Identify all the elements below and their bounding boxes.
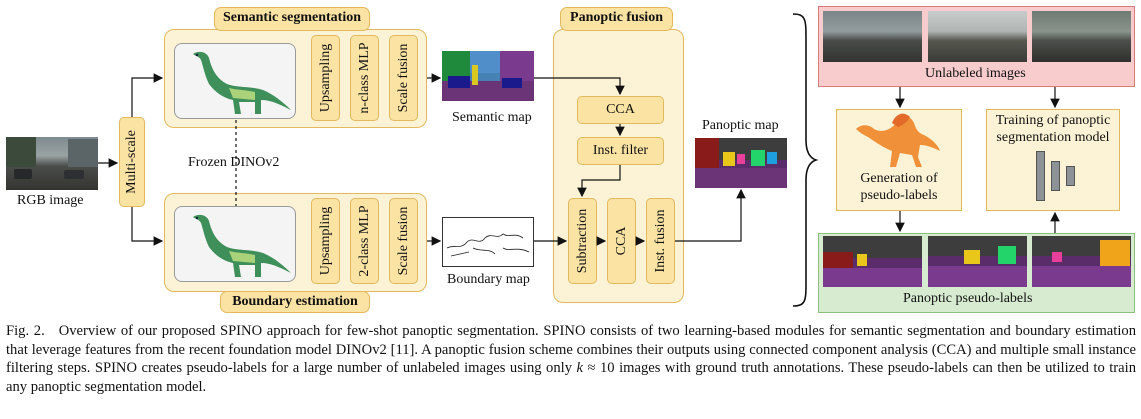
- model-layer-3: [1066, 166, 1075, 186]
- figure-caption: Fig. 2. Overview of our proposed SPINO a…: [6, 322, 1136, 396]
- training-panel: [986, 109, 1120, 211]
- orange-dinosaur-icon: [856, 113, 940, 167]
- arrow-filter-to-subtraction: [577, 165, 621, 198]
- unlabeled-images-label: Unlabeled images: [925, 66, 1026, 81]
- unlabeled-image-1: [823, 11, 922, 62]
- connectors: [98, 13, 1060, 307]
- pseudo-label-3: [1032, 236, 1131, 287]
- panoptic-map-label: Panoptic map: [702, 118, 779, 133]
- nclass-mlp-block: n-class MLP: [350, 35, 379, 121]
- caption-text: Overview of our proposed SPINO approach …: [6, 323, 1136, 377]
- generation-label: Generation of pseudo-labels: [860, 171, 938, 203]
- boundary-map-image: [442, 217, 534, 267]
- boundary-map-label: Boundary map: [447, 272, 530, 287]
- arrow-multiscale-to-semantic: [131, 73, 164, 117]
- multiscale-block: Multi-scale: [119, 117, 145, 207]
- panoptic-fusion-title: Panoptic fusion: [560, 7, 673, 31]
- inst-filter-label: Inst. filter: [592, 143, 649, 158]
- training-label: Training of panoptic segmentation model: [995, 113, 1111, 145]
- dinosaur-icon: [193, 51, 291, 114]
- cca-label: CCA: [606, 102, 635, 117]
- panoptic-map-image: [695, 138, 787, 188]
- inst-filter-block: Inst. filter: [577, 137, 664, 165]
- semantic-segmentation-title: Semantic segmentation: [214, 7, 370, 31]
- 2class-mlp-block: 2-class MLP: [350, 198, 379, 284]
- unlabeled-image-3: [1032, 11, 1131, 62]
- semantic-map-label: Semantic map: [452, 110, 532, 125]
- pseudo-label-1: [823, 236, 922, 287]
- model-layer-1: [1036, 151, 1045, 201]
- unlabeled-image-2: [928, 11, 1027, 62]
- caption-math-k: k: [576, 360, 583, 377]
- arrow-semmap-to-cca: [534, 77, 625, 96]
- upsampling-block-boundary: Upsampling: [311, 198, 340, 284]
- scale-fusion-block-semantic: Scale fusion: [389, 35, 418, 121]
- caption-fig-label: Fig. 2.: [6, 323, 45, 339]
- frozen-dinov2-label: Frozen DINOv2: [188, 155, 280, 170]
- arrow-fusion-to-panoptic: [675, 188, 746, 242]
- cca-block-top: CCA: [577, 96, 664, 124]
- rgb-image-label: RGB image: [17, 193, 84, 208]
- curly-brace: [792, 13, 819, 307]
- boundary-estimation-title: Boundary estimation: [220, 291, 370, 313]
- upsampling-block-semantic: Upsampling: [311, 35, 340, 121]
- rgb-image: [6, 137, 98, 190]
- caption-math-rest: ≈ 10: [582, 360, 615, 377]
- model-layer-2: [1051, 161, 1060, 191]
- dinosaur-icon: [193, 214, 291, 277]
- subtraction-block: Subtraction: [568, 198, 597, 284]
- dino-model-boundary: [174, 206, 296, 282]
- pseudo-label-2: [928, 236, 1027, 287]
- arrow-multiscale-to-boundary: [131, 207, 164, 246]
- scale-fusion-block-boundary: Scale fusion: [389, 198, 418, 284]
- pseudo-labels-label: Panoptic pseudo-labels: [903, 291, 1033, 306]
- cca-block-bottom: CCA: [607, 198, 636, 284]
- inst-fusion-block: Inst. fusion: [646, 198, 675, 284]
- semantic-map-image: [442, 51, 534, 101]
- caption-text-end: images with ground truth annotations. Th…: [6, 360, 1136, 395]
- dino-model-semantic: [174, 43, 296, 119]
- boundary-lines-icon: [446, 233, 530, 257]
